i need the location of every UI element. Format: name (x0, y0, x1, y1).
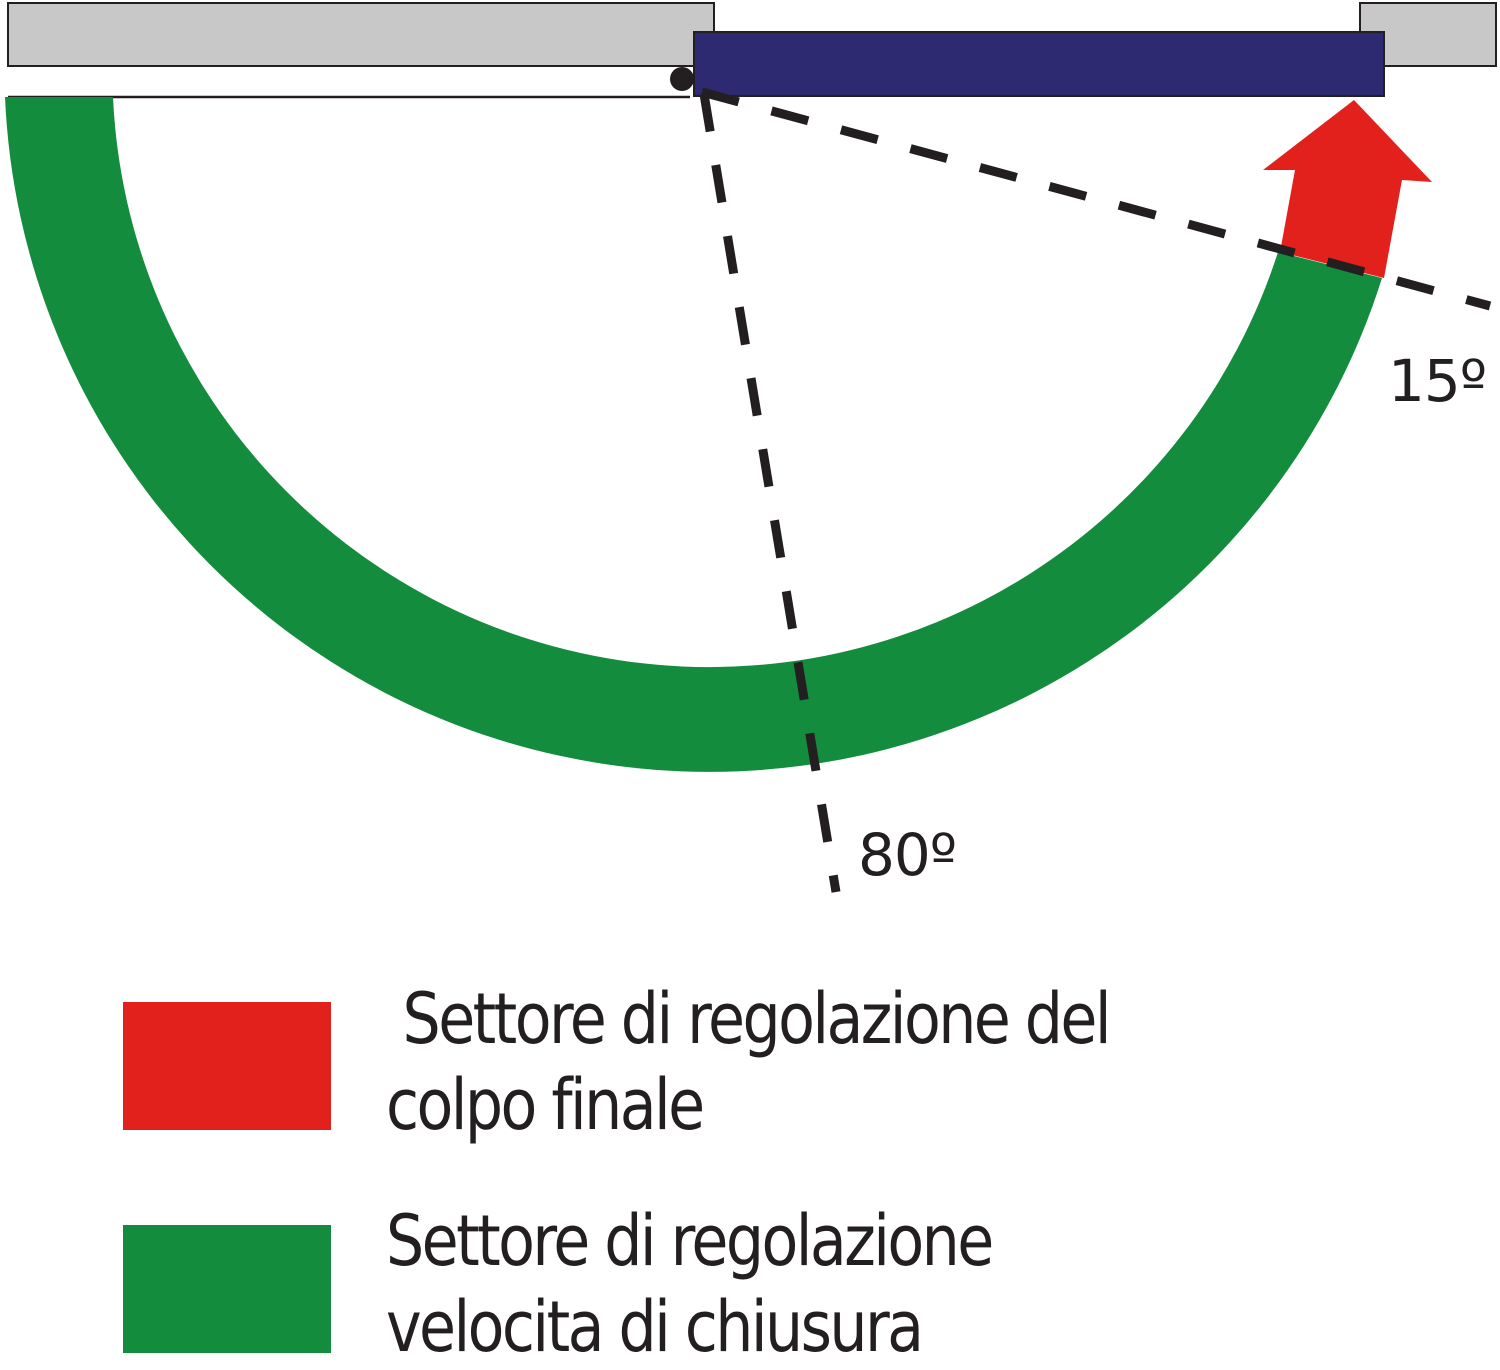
legend-label-closing-speed: Settore di regolazione velocita di chius… (386, 1198, 994, 1370)
closing-speed-sector (5, 97, 1382, 772)
dashed-line-15deg (700, 87, 1492, 311)
angle-label-80: 80º (858, 821, 957, 889)
legend-swatch-closing-speed (123, 1225, 331, 1353)
legend-swatch-final-stroke (123, 1002, 331, 1130)
legend-label-closing-speed-line1: Settore di regolazione (386, 1200, 994, 1282)
angle-label-15: 15º (1388, 347, 1487, 415)
legend-label-closing-speed-line2: velocita di chiusura (386, 1286, 924, 1368)
hinge-icon (670, 67, 694, 91)
legend-label-final-stroke: Settore di regolazione del colpo finale (386, 976, 1112, 1148)
final-stroke-arrow (1263, 100, 1432, 278)
door-closer-diagram (5, 2, 1497, 893)
dashed-line-80deg (699, 93, 841, 893)
legend-label-final-stroke-line1: Settore di regolazione del (386, 978, 1112, 1060)
legend-label-final-stroke-line2: colpo finale (386, 1064, 705, 1146)
wall-left (7, 2, 715, 67)
door-leaf (693, 31, 1385, 97)
